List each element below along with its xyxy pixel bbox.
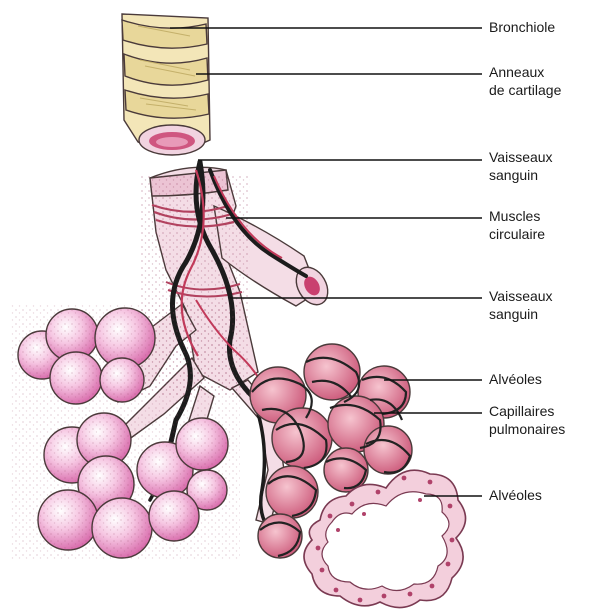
label-vessels-mid-line2: sanguin — [489, 305, 553, 323]
label-vessels-mid-line1: Vaisseaux — [489, 287, 553, 305]
label-circular-muscles: Muscles circulaire — [489, 207, 545, 243]
label-alveoles-bottom: Alvéoles — [489, 486, 542, 504]
label-capillaries-line2: pulmonaires — [489, 420, 565, 438]
label-pulmonary-capillaries: Capillaires pulmonaires — [489, 402, 565, 438]
label-muscles-line1: Muscles — [489, 207, 545, 225]
label-alveoles-top-text: Alvéoles — [489, 370, 542, 388]
label-cartilage-line1: Anneaux — [489, 63, 561, 81]
alveoli-with-capillaries — [250, 344, 466, 608]
label-blood-vessels-top: Vaisseaux sanguin — [489, 148, 553, 184]
alveolar-sacs-left — [10, 305, 240, 560]
label-bronchiole: Bronchiole — [489, 18, 555, 36]
label-muscles-line2: circulaire — [489, 225, 545, 243]
label-vessels-top-line1: Vaisseaux — [489, 148, 553, 166]
label-bronchiole-text: Bronchiole — [489, 18, 555, 36]
label-alveoles-top: Alvéoles — [489, 370, 542, 388]
label-cartilage-rings: Anneaux de cartilage — [489, 63, 561, 99]
label-vessels-top-line2: sanguin — [489, 166, 553, 184]
bronchiole-tube — [122, 14, 210, 155]
label-blood-vessels-middle: Vaisseaux sanguin — [489, 287, 553, 323]
cartilage-rings — [122, 20, 209, 118]
label-cartilage-line2: de cartilage — [489, 81, 561, 99]
label-capillaries-line1: Capillaires — [489, 402, 565, 420]
label-alveoles-bottom-text: Alvéoles — [489, 486, 542, 504]
